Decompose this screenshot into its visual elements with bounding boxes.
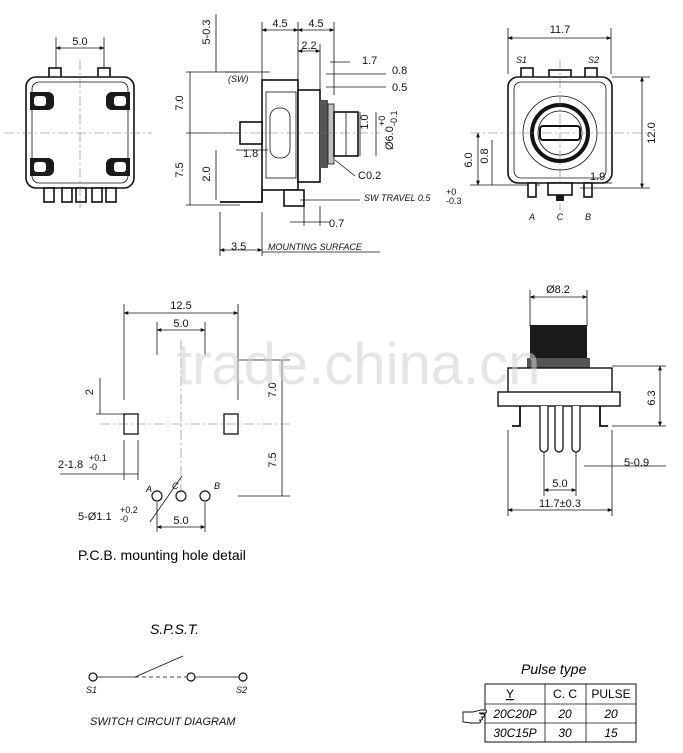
br-dim-5-0: 5.0 — [552, 478, 567, 490]
pcb-dim-2: 2 — [84, 389, 96, 395]
pulse-row-2-cc: 30 — [558, 726, 572, 740]
pcb-hole-tol-up: +0.2 — [120, 505, 138, 515]
pulse-row-1-cc: 20 — [557, 707, 572, 721]
pcb-hole-tol-dn: -0 — [120, 514, 128, 524]
pulse-row-2-type: 30C15P — [493, 726, 536, 740]
side-dim-0-8: 0.8 — [392, 65, 407, 77]
switch-s1-label: S1 — [86, 685, 97, 695]
pcb-slot-tol-dn: -0 — [89, 462, 97, 472]
switch-circuit: S.P.S.T. S1 S2 SWITCH CIRCUIT DIAGRAM — [86, 621, 248, 728]
pcb-hole-a — [151, 490, 163, 502]
side-dim-shaft-tol-dn: -0.1 — [389, 110, 399, 126]
side-sw-label: (SW) — [228, 74, 249, 84]
pcb-slot-tol-up: +0.1 — [89, 453, 107, 463]
side-sw-travel: SW TRAVEL 0.5 — [364, 193, 431, 203]
switch-title: S.P.S.T. — [150, 621, 199, 637]
pcb-slot-dim: 2-1.8 — [58, 459, 83, 471]
pulse-header-pulse: PULSE — [591, 687, 630, 701]
side-dim-2-2: 2.2 — [301, 40, 316, 52]
side-dim-4-5-b: 4.5 — [308, 18, 323, 30]
pcb-pin-a: A — [145, 484, 152, 494]
pulse-table-title: Pulse type — [521, 661, 587, 677]
side-dim-1-0: 1.0 — [359, 114, 371, 129]
bottom-right-view: Ø8.2 6.3 5-0.9 5.0 11.7±0.3 — [497, 284, 666, 516]
switch-contact — [186, 672, 196, 682]
br-dim-8-2: Ø8.2 — [546, 284, 570, 296]
tr-pin-c: C — [557, 212, 564, 222]
pulse-row-2-pulse: 15 — [604, 726, 618, 740]
pcb-hole-c — [175, 490, 187, 502]
tr-pin-b: B — [585, 212, 591, 222]
br-knob — [530, 325, 587, 363]
side-sw-travel-tol-up: +0 — [446, 187, 456, 197]
tr-pin-a: A — [528, 212, 535, 222]
tr-dim-12-0: 12.0 — [646, 122, 658, 143]
pcb-dim-5-0-bottom: 5.0 — [173, 515, 188, 527]
pcb-hole-dim: 5-Ø1.1 — [78, 511, 112, 523]
switch-caption: SWITCH CIRCUIT DIAGRAM — [90, 716, 236, 728]
pulse-row-1-pulse: 20 — [603, 707, 618, 721]
br-dim-11-7: 11.7±0.3 — [539, 498, 581, 510]
pcb-dim-7-0: 7.0 — [267, 382, 279, 397]
front-dim-5-0: 5.0 — [72, 36, 87, 48]
tr-s1-label: S1 — [516, 55, 527, 65]
pointing-hand-icon — [462, 709, 487, 724]
pulse-header-cc: C. C — [553, 687, 577, 701]
watermark-text: trade.china.cn — [176, 332, 540, 397]
side-dim-7-0: 7.0 — [174, 95, 186, 110]
pulse-row-1-type: 20C20P — [492, 707, 536, 721]
side-mounting-surface: MOUNTING SURFACE — [268, 242, 363, 252]
pulse-table: Pulse type Y C. C PULSE 20C20P 20 20 30C… — [462, 661, 637, 743]
br-dim-6-3: 6.3 — [646, 390, 658, 405]
side-dim-2-0: 2.0 — [201, 166, 213, 181]
side-dim-1-8: 1.8 — [243, 148, 258, 160]
side-dim-5-0-3: 5-0.3 — [201, 19, 213, 44]
side-dim-0-5: 0.5 — [392, 82, 407, 94]
br-dim-5-0-9: 5-0.9 — [624, 457, 649, 469]
pcb-dim-12-5: 12.5 — [170, 300, 191, 312]
switch-s2-label: S2 — [236, 685, 247, 695]
side-dim-shaft-tol-up: +0 — [377, 116, 387, 126]
encoder-body-side — [261, 79, 299, 191]
side-chamfer: C0.2 — [358, 170, 381, 182]
pulse-header-y: Y — [506, 687, 514, 701]
tr-s2-label: S2 — [588, 55, 599, 65]
side-dim-4-5-a: 4.5 — [272, 18, 287, 30]
side-dim-3-5: 3.5 — [231, 241, 246, 253]
front-view: 5.0 — [4, 36, 152, 208]
side-dim-1-7: 1.7 — [362, 55, 377, 67]
tr-dim-11-7: 11.7 — [550, 24, 571, 36]
pcb-pin-b: B — [214, 481, 220, 491]
switch-terminal-s1 — [88, 672, 98, 682]
pcb-hole-b — [199, 490, 211, 502]
tr-dim-6-0: 6.0 — [463, 152, 475, 167]
side-dim-7-5: 7.5 — [174, 162, 186, 177]
side-dim-shaft-dia: Ø6.0 — [384, 126, 396, 150]
tr-dim-1-9: 1.9 — [590, 171, 605, 183]
switch-terminal-s2 — [238, 672, 248, 682]
pcb-caption: P.C.B. mounting hole detail — [78, 547, 246, 563]
side-dim-0-7: 0.7 — [329, 218, 344, 230]
side-view: 4.5 4.5 5-0.3 2.2 1.7 0.8 0.5 (SW) 7.0 7… — [174, 14, 462, 256]
pcb-dim-7-5: 7.5 — [267, 452, 279, 467]
pcb-dim-5-0-top: 5.0 — [173, 318, 188, 330]
pcb-mounting-detail: 12.5 5.0 2 7.0 7.5 2-1.8 +0.1 -0 A C B 5… — [58, 300, 290, 563]
top-right-view: 11.7 S1 S2 12.0 6.0 0.8 A C B 1.9 — [463, 24, 658, 222]
side-sw-travel-tol-dn: -0.3 — [446, 196, 462, 206]
tr-dim-0-8: 0.8 — [479, 148, 491, 163]
